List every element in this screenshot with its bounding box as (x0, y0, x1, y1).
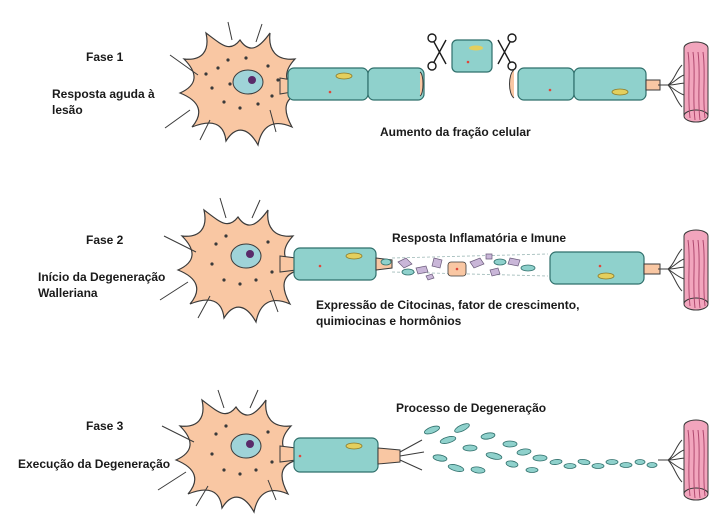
phase-1-cut-segment (452, 40, 492, 72)
phase-2-distal-axon (550, 252, 660, 284)
phase-2-debris (381, 254, 548, 280)
phase-3-fragments (423, 422, 657, 474)
phase-2-terminal (658, 249, 686, 291)
phase-1-muscle-fiber (684, 42, 708, 122)
phase-2-neuron (160, 198, 392, 322)
phase-2-muscle-fiber (684, 230, 708, 310)
phase-1-myelin-segment-2 (368, 68, 424, 100)
phase-1-distal-axon (510, 68, 661, 100)
phase-1-nucleus (233, 70, 263, 94)
scissors-icon-left (428, 34, 446, 70)
phase-3-muscle-fiber (684, 420, 708, 500)
phase-1-myelin-segment-1 (288, 68, 368, 100)
scissors-icon-right (498, 34, 516, 70)
phase-1-terminal (658, 65, 686, 107)
phase-3-terminal (658, 440, 686, 482)
phase-1-nucleolus (248, 76, 256, 84)
phase-3-neuron (158, 390, 424, 512)
phase-1-neuron (165, 22, 424, 145)
